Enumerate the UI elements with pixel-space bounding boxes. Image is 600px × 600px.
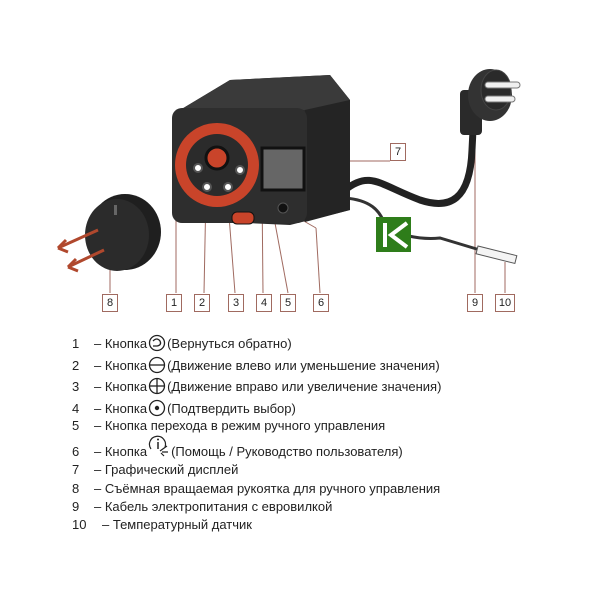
legend-prefix: Кнопка xyxy=(104,335,148,351)
legend-dash: – xyxy=(94,499,102,514)
legend-num: 8 xyxy=(72,481,80,496)
plus-icon xyxy=(148,377,166,395)
back-icon xyxy=(148,334,166,352)
legend-text: Кабель электропитания с евровилкой xyxy=(104,499,333,514)
legend-dash: – xyxy=(94,444,102,459)
legend-item-7: 7 – Графический дисплей xyxy=(72,462,238,477)
legend-item-8: 8 – Съёмная вращаемая рукоятка для ручно… xyxy=(72,481,440,496)
legend-item-9: 9 – Кабель электропитания с евровилкой xyxy=(72,499,332,514)
sensor-cable xyxy=(344,196,481,252)
legend-prefix: Кнопка xyxy=(104,444,148,459)
legend-num: 4 xyxy=(72,400,80,416)
legend-num: 10 xyxy=(72,517,87,532)
legend-num: 2 xyxy=(72,357,80,373)
callout-5: 5 xyxy=(280,294,296,312)
legend-dash: – xyxy=(94,357,102,373)
legend-text: (Движение влево или уменьшение значения) xyxy=(167,357,440,373)
legend-num: 5 xyxy=(72,418,80,433)
minus-icon xyxy=(148,356,166,374)
callout-2: 2 xyxy=(194,294,210,312)
legend-item-6: 6 – Кнопка (Помощь / Руководство пользов… xyxy=(72,435,403,459)
legend-item-4: 4 – Кнопка (Подтвердить выбор) xyxy=(72,399,296,417)
callout-6: 6 xyxy=(313,294,329,312)
legend-text: (Подтвердить выбор) xyxy=(167,400,296,416)
legend-dash: – xyxy=(94,400,102,416)
info-icon xyxy=(148,435,169,456)
euro-plug xyxy=(460,69,521,135)
callout-10: 10 xyxy=(495,294,515,312)
brand-logo xyxy=(376,217,411,252)
legend-item-2: 2 – Кнопка (Движение влево или уменьшени… xyxy=(72,356,440,374)
legend-item-10: 10 – Температурный датчик xyxy=(72,517,252,532)
legend-dash: – xyxy=(94,481,102,496)
legend-item-1: 1 – Кнопка (Вернуться обратно) xyxy=(72,334,292,352)
legend-dash: – xyxy=(94,378,102,394)
callout-4: 4 xyxy=(256,294,272,312)
legend-text: Кнопка перехода в режим ручного управлен… xyxy=(104,418,386,433)
legend-dash: – xyxy=(102,517,110,532)
graphic-display xyxy=(260,146,306,192)
callout-9: 9 xyxy=(467,294,483,312)
legend-prefix: Кнопка xyxy=(104,400,148,416)
legend-dash: – xyxy=(94,418,102,433)
confirm-icon xyxy=(148,399,166,417)
legend-num: 3 xyxy=(72,378,80,394)
legend-text: (Движение вправо или увеличение значения… xyxy=(167,378,442,394)
controller-body xyxy=(172,75,350,225)
legend-text: (Помощь / Руководство пользователя) xyxy=(171,444,403,459)
callout-8: 8 xyxy=(102,294,118,312)
legend-dash: – xyxy=(94,462,102,477)
callout-3: 3 xyxy=(228,294,244,312)
power-cable xyxy=(342,109,478,207)
legend-num: 1 xyxy=(72,335,80,351)
legend-prefix: Кнопка xyxy=(104,378,148,394)
removable-knob xyxy=(56,194,161,273)
legend-text: (Вернуться обратно) xyxy=(167,335,292,351)
legend-text: Съёмная вращаемая рукоятка для ручного у… xyxy=(104,481,441,496)
legend-num: 9 xyxy=(72,499,80,514)
callout-1: 1 xyxy=(166,294,182,312)
legend-dash: – xyxy=(94,335,102,351)
legend-num: 6 xyxy=(72,444,80,459)
callout-7: 7 xyxy=(390,143,406,161)
legend-item-3: 3 – Кнопка (Движение вправо или увеличен… xyxy=(72,377,441,395)
device-illustration xyxy=(56,69,521,294)
legend-text: Графический дисплей xyxy=(104,462,239,477)
temperature-sensor xyxy=(475,245,518,265)
legend-item-5: 5 – Кнопка перехода в режим ручного упра… xyxy=(72,418,385,433)
legend-prefix: Кнопка xyxy=(104,357,148,373)
legend-text: Температурный датчик xyxy=(112,517,252,532)
legend-num: 7 xyxy=(72,462,80,477)
